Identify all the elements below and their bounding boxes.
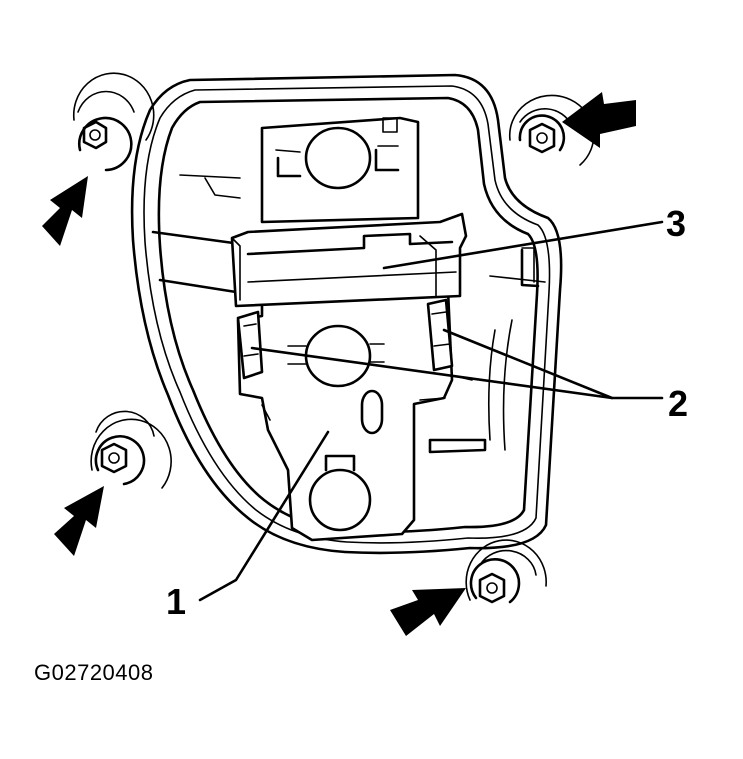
left-locking-tab <box>236 310 264 380</box>
nut-bottom-left <box>90 410 172 489</box>
callout-2: 2 <box>668 383 688 424</box>
holder-corner-square <box>382 117 398 133</box>
arrow-icon <box>54 486 104 556</box>
figure-code: G02720408 <box>34 660 154 685</box>
leader-line-3 <box>382 220 664 270</box>
upper-bulb-socket <box>275 126 400 190</box>
lower-bulb-socket <box>308 454 372 532</box>
arrow-icon <box>562 92 636 148</box>
locking-tabs <box>236 298 454 380</box>
nut-top-left <box>72 72 155 172</box>
arrow-icon <box>390 588 466 636</box>
holder-slot <box>360 389 384 435</box>
callout-leaders <box>198 220 664 602</box>
leader-line-2b <box>442 328 664 400</box>
leader-line-2a <box>250 346 614 400</box>
bulb-holder <box>236 116 454 542</box>
callout-1: 1 <box>166 581 186 622</box>
right-locking-tab <box>426 298 454 372</box>
nut-top-right <box>508 94 595 166</box>
nut-bottom-right <box>465 539 547 604</box>
leader-line-1 <box>198 430 330 602</box>
callout-3: 3 <box>666 203 686 244</box>
arrow-icon <box>42 176 88 246</box>
retaining-bracket <box>230 212 468 308</box>
middle-bulb-socket <box>287 324 385 388</box>
